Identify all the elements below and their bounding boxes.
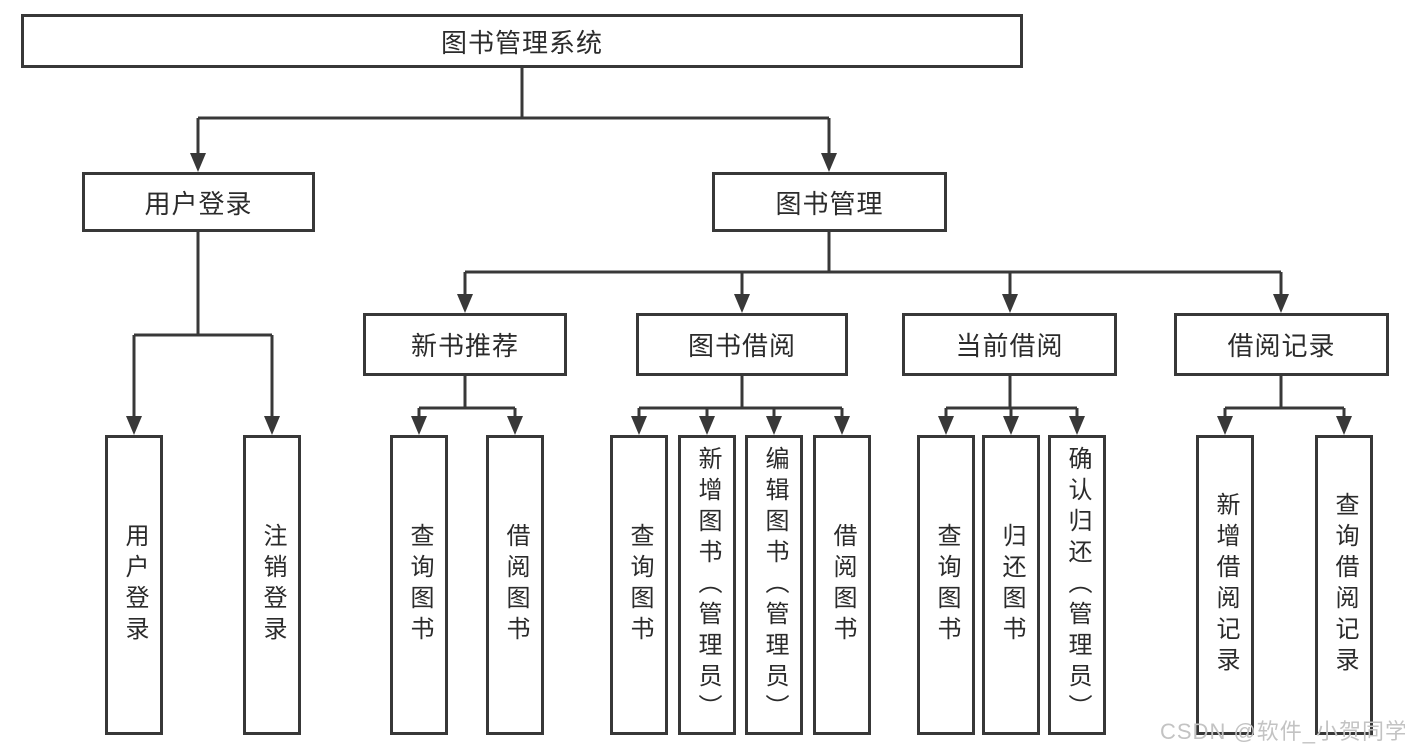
leaf-borrow-books-recommend: 借阅图书 <box>486 435 544 735</box>
leaf-confirm-return-admin: 确认归还（管理员） <box>1048 435 1106 735</box>
leaf-add-books-admin: 新增图书（管理员） <box>678 435 736 735</box>
node-root-library-system: 图书管理系统 <box>21 14 1023 68</box>
leaf-borrow-books: 借阅图书 <box>813 435 871 735</box>
node-borrow-record: 借阅记录 <box>1174 313 1389 376</box>
node-current-borrow: 当前借阅 <box>902 313 1117 376</box>
connector-root-to-level1 <box>190 68 837 172</box>
node-new-book-recommend: 新书推荐 <box>363 313 567 376</box>
leaf-query-books-borrow: 查询图书 <box>610 435 668 735</box>
node-book-borrow: 图书借阅 <box>636 313 848 376</box>
connector-newbook-to-leaves <box>411 376 523 435</box>
node-book-management-branch: 图书管理 <box>712 172 947 232</box>
leaf-return-books: 归还图书 <box>982 435 1040 735</box>
connector-userlogin-to-leaves <box>126 232 280 435</box>
leaf-query-books-current: 查询图书 <box>917 435 975 735</box>
leaf-add-borrow-record: 新增借阅记录 <box>1196 435 1254 735</box>
connector-currentborrow-to-leaves <box>938 376 1085 435</box>
connector-bookborrow-to-leaves <box>631 376 850 435</box>
connector-bookmgmt-to-level2 <box>457 232 1289 313</box>
leaf-query-books-recommend: 查询图书 <box>390 435 448 735</box>
leaf-edit-books-admin: 编辑图书（管理员） <box>745 435 803 735</box>
connector-borrowrecord-to-leaves <box>1217 376 1352 435</box>
leaf-logout: 注销登录 <box>243 435 301 735</box>
csdn-watermark: CSDN @软件_小贺同学 <box>1160 719 1405 744</box>
leaf-query-borrow-record: 查询借阅记录 <box>1315 435 1373 735</box>
leaf-user-login: 用户登录 <box>105 435 163 735</box>
node-user-login-branch: 用户登录 <box>82 172 315 232</box>
